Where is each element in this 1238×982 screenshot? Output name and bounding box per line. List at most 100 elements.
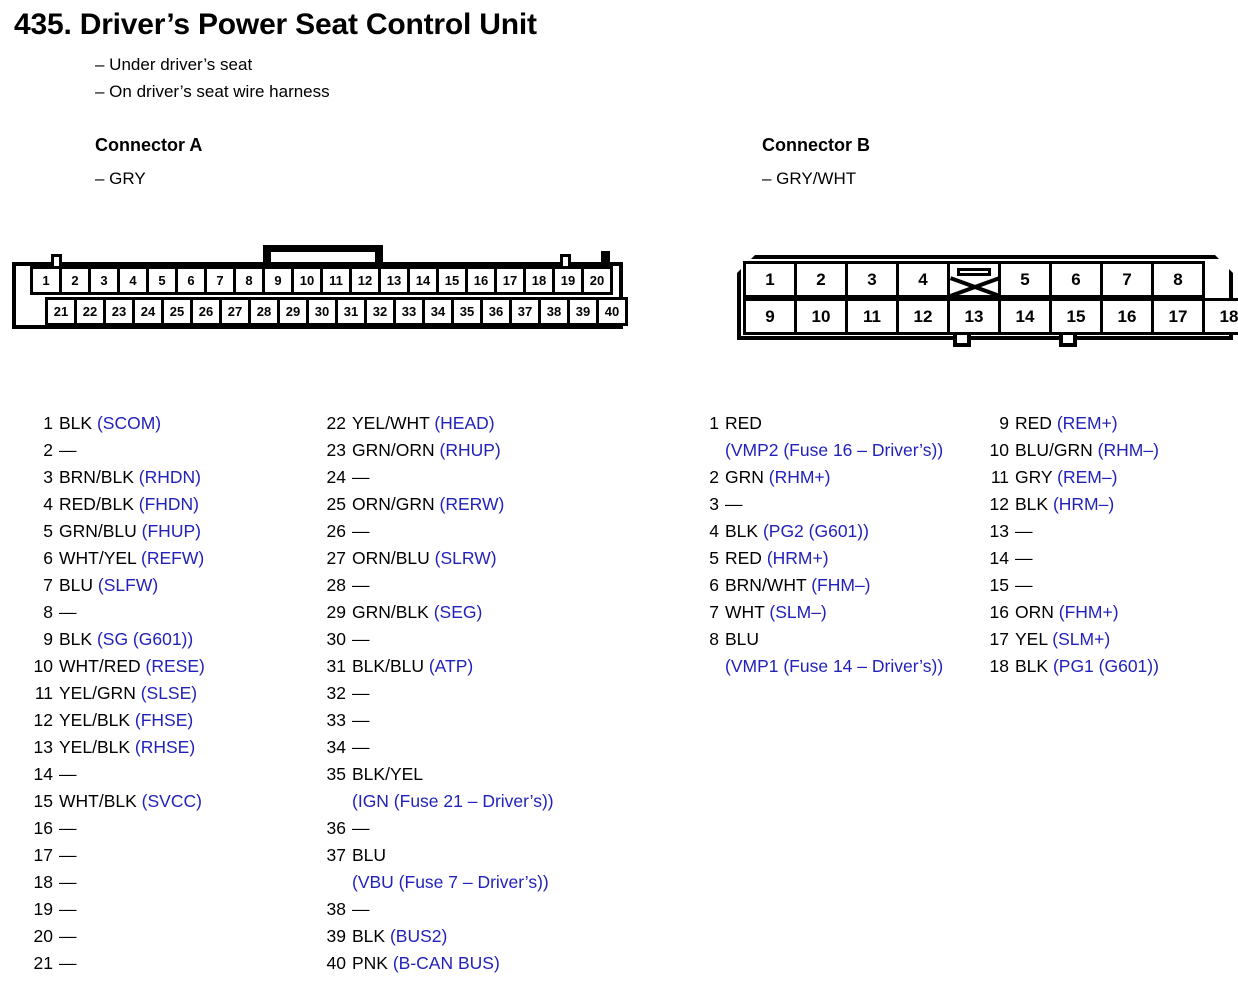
pin-row: 33— (322, 707, 692, 734)
pin-number: 27 (326, 548, 346, 568)
pin-row: 24— (322, 464, 692, 491)
pin-description: ORN/BLU (SLRW) (352, 545, 497, 572)
pin-description: — (352, 734, 370, 761)
pin-empty-dash: — (59, 818, 77, 838)
pin-row: 2 GRN (RHM+) (699, 464, 984, 491)
pin-description: WHT/RED (RESE) (59, 653, 205, 680)
pin-number: 17 (33, 845, 53, 865)
pin-empty-dash: — (352, 521, 370, 541)
bracket-leg-left (263, 245, 271, 267)
pin-number: 30 (326, 629, 346, 649)
pin-number: 9 (43, 629, 53, 649)
connector-a-pin-cell-20: 20 (581, 266, 613, 295)
pin-wire-color: BLK/YEL (352, 764, 424, 784)
pin-number: 13 (989, 521, 1009, 541)
pin-description: — (59, 761, 77, 788)
connector-a-pin-cell-30: 30 (306, 297, 338, 326)
pin-number: 37 (326, 845, 346, 865)
pin-wire-color: YEL (1015, 629, 1048, 649)
pin-number: 2 (709, 467, 719, 487)
pin-number: 12 (989, 494, 1009, 514)
pin-row: 12 BLK (HRM–) (985, 491, 1238, 518)
pin-signal-name: (RHDN) (133, 467, 201, 487)
location-note-1: – On driver’s seat wire harness (95, 82, 330, 101)
connector-a-pin-cell-11: 11 (320, 266, 352, 295)
pin-signal-name: (VMP1 (Fuse 14 – Driver’s)) (725, 656, 944, 676)
pin-wire-color: RED (1015, 413, 1052, 433)
pin-wire-color: YEL/BLK (59, 737, 131, 757)
pin-signal-name: (SLFW) (93, 575, 159, 595)
pin-wire-color: YEL/GRN (59, 683, 136, 703)
connector-a-pin-cell-33: 33 (393, 297, 425, 326)
pin-description: GRY (REM–) (1015, 464, 1117, 491)
pin-number: 1 (43, 413, 53, 433)
connector-a-key-tab-right (560, 254, 571, 266)
pin-description: BLK (PG1 (G601)) (1015, 653, 1159, 680)
pin-row: 14— (985, 545, 1238, 572)
pin-wire-color: ORN/GRN (352, 494, 435, 514)
pin-number: 38 (326, 899, 346, 919)
pin-number: 29 (326, 602, 346, 622)
pin-wire-color: YEL/WHT (352, 413, 430, 433)
pin-number: 6 (43, 548, 53, 568)
pin-signal-name: (HRM+) (761, 548, 829, 568)
pin-number: 7 (43, 575, 53, 595)
pin-description: — (352, 518, 370, 545)
pin-description: GRN/ORN (RHUP) (352, 437, 501, 464)
key-rect-icon (957, 268, 991, 276)
pin-description: PNK (B-CAN BUS) (352, 950, 500, 977)
pin-description: GRN (RHM+) (725, 464, 830, 491)
pin-signal-name: (RHSE) (130, 737, 196, 757)
pin-wire-color: BLU/GRN (1015, 440, 1093, 460)
connector-b-pin-cell-17: 17 (1151, 298, 1205, 335)
bracket-leg-right (375, 245, 383, 267)
pin-wire-color: WHT/RED (59, 656, 141, 676)
connector-a-pin-cell-24: 24 (132, 297, 164, 326)
pin-wire-color: ORN/BLU (352, 548, 430, 568)
pin-description: BLK (HRM–) (1015, 491, 1114, 518)
pin-description: ORN (FHM+) (1015, 599, 1119, 626)
pin-wire-color: GRY (1015, 467, 1053, 487)
connector-b-tab-left (953, 334, 971, 347)
pin-empty-dash: — (352, 710, 370, 730)
pin-signal-name: (FHM–) (806, 575, 871, 595)
pin-number: 8 (43, 602, 53, 622)
pin-empty-dash: — (352, 737, 370, 757)
pin-description: BRN/WHT (FHM–) (725, 572, 871, 599)
pin-wire-color: BRN/WHT (725, 575, 807, 595)
connector-a-pin-cell-5: 5 (146, 266, 178, 295)
connector-a-pin-cell-36: 36 (480, 297, 512, 326)
pin-wire-color: BLK (1015, 494, 1049, 514)
bracket-bar (263, 245, 383, 252)
pin-signal-name: (VMP2 (Fuse 16 – Driver’s)) (725, 440, 944, 460)
pin-empty-dash: — (1015, 575, 1033, 595)
pin-description: — (59, 437, 77, 464)
pin-signal-name: (FHM+) (1053, 602, 1119, 622)
pin-wire-color: WHT/YEL (59, 548, 137, 568)
pin-row: 16— (33, 815, 313, 842)
connector-a-pin-cell-1: 1 (30, 266, 62, 295)
pin-description: BLK/BLU (ATP) (352, 653, 473, 680)
pin-signal-name: (SLM+) (1047, 629, 1111, 649)
pin-description: — (352, 815, 370, 842)
connector-a-pin-cell-10: 10 (291, 266, 323, 295)
pin-row: 18— (33, 869, 313, 896)
